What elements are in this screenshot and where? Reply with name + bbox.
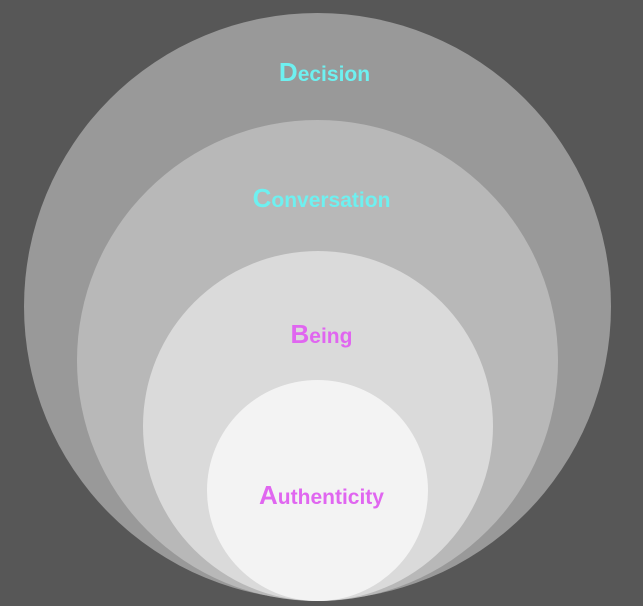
being-label: Being [290,319,353,349]
authenticity-label: Authenticity [259,480,384,510]
conversation-label: Conversation [252,183,391,213]
decision-label: Decision [278,57,371,87]
authenticity-circle [207,380,428,601]
